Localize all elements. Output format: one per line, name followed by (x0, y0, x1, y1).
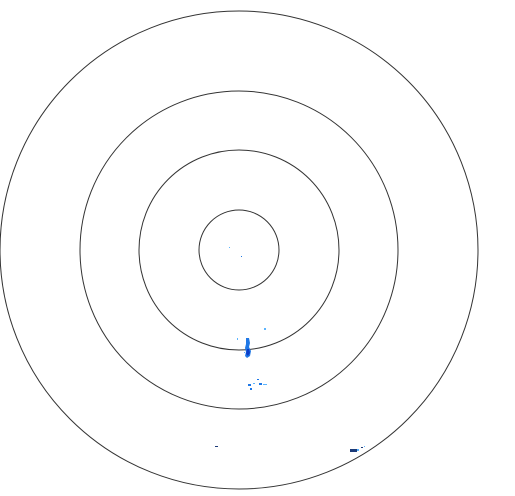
echo-speck (263, 384, 267, 385)
echo-speck (253, 383, 255, 384)
echo-cell-edge (350, 449, 357, 452)
echo-speck (241, 256, 242, 257)
echo-speck (244, 352, 245, 353)
echo-speck (357, 449, 359, 451)
echo-speck (229, 247, 230, 248)
echo-speck (259, 383, 262, 385)
range-rings (0, 10, 479, 490)
echo-speck (215, 446, 218, 447)
range-ring-3 (138, 149, 340, 351)
echo-speck (264, 328, 266, 330)
echo-speck (361, 447, 363, 448)
echo-speck (250, 388, 252, 390)
echo-speck (237, 338, 238, 340)
precipitation-echoes (215, 247, 365, 452)
range-ring-4 (198, 209, 280, 291)
echo-speck (248, 384, 251, 386)
range-ring-2 (79, 90, 399, 410)
range-ring-1 (0, 10, 479, 490)
echo-speck (364, 446, 365, 447)
echo-cell-core (246, 349, 250, 356)
echo-speck (257, 379, 259, 380)
